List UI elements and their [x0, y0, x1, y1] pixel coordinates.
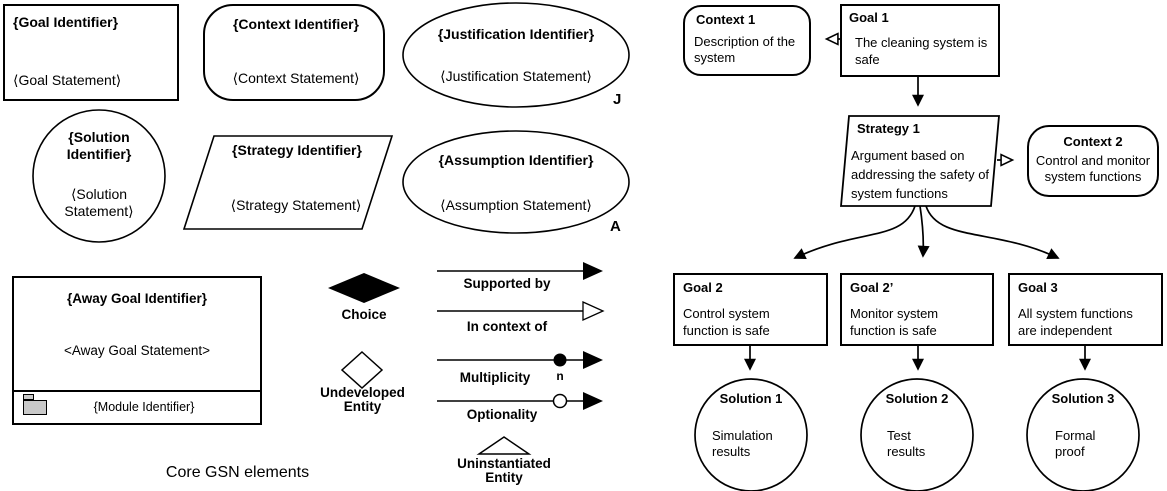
solution1-circle [694, 378, 808, 491]
strategy1-parallelogram [840, 115, 1000, 207]
multiplicity-label: Multiplicity [459, 370, 531, 385]
justification-identifier: {Justification Identifier} [437, 26, 595, 42]
strategy-legend-statement: ⟨Strategy Statement⟩ [230, 197, 362, 213]
solution3-body: Formal proof [1055, 428, 1096, 459]
goal2p-title: Goal 2’ [850, 280, 894, 295]
goal-legend-identifier: {Goal Identifier} [13, 14, 119, 30]
multiplicity-arrowhead [583, 351, 603, 369]
multiplicity-n-label: n [556, 369, 564, 383]
goal1-title: Goal 1 [849, 10, 889, 25]
goal1-body: The cleaning system is safe [855, 35, 988, 67]
context-legend-identifier: {Context Identifier} [232, 16, 359, 32]
undeveloped-diamond-icon [340, 350, 384, 390]
goal2-node: Goal 2 Control system function is safe [673, 273, 828, 346]
context1-title: Context 1 [696, 12, 756, 27]
assumption-badge: A [610, 218, 621, 235]
solution2-body: Test results [887, 428, 926, 459]
goal1-node: Goal 1 The cleaning system is safe [840, 4, 1000, 77]
context-legend-statement: ⟨Context Statement⟩ [232, 70, 360, 86]
justification-badge: J [613, 91, 622, 108]
context1-node: Context 1 Description of the system [683, 5, 811, 76]
module-folder-icon [22, 394, 47, 415]
context2-body: Control and monitor system functions [1035, 153, 1151, 184]
strategy1-to-goal2p-connector [917, 205, 930, 258]
away-goal-box: {Away Goal Identifier} <Away Goal Statem… [12, 276, 262, 425]
solution2-circle [860, 378, 974, 491]
goal2p-node: Goal 2’ Monitor system function is safe [840, 273, 994, 346]
supported-by-arrowhead [583, 262, 603, 280]
strategy-legend-parallelogram [182, 135, 394, 230]
strategy1-title: Strategy 1 [857, 121, 920, 136]
away-goal-identifier: {Away Goal Identifier} [66, 291, 208, 306]
goal-legend-statement: ⟨Goal Statement⟩ [13, 72, 122, 88]
in-context-of-arrowhead [582, 300, 605, 322]
strategy1-to-goal3-connector [925, 205, 1060, 260]
assumption-ellipse [402, 130, 630, 234]
goal3-body: All system functions are independent [1018, 306, 1133, 338]
figure-caption: Core GSN elements [165, 464, 310, 481]
assumption-identifier: {Assumption Identifier} [438, 152, 594, 168]
goal3-node: Goal 3 All system functions are independ… [1008, 273, 1163, 346]
strategy1-body: Argument based on addressing the safety … [851, 148, 990, 201]
solution2-title: Solution 2 [885, 391, 949, 406]
module-identifier: {Module Identifier} [93, 400, 195, 414]
goal2-title: Goal 2 [683, 280, 723, 295]
strategy1-to-goal2-connector [793, 205, 916, 260]
choice-label: Choice [341, 307, 387, 322]
undeveloped-entity-label: Undeveloped Entity [320, 385, 405, 414]
goal3-title: Goal 3 [1018, 280, 1058, 295]
solution-legend-circle [32, 109, 166, 243]
context-legend-box: {Context Identifier} ⟨Context Statement⟩ [203, 4, 385, 101]
optionality-label: Optionality [466, 407, 538, 422]
context1-body: Description of the system [694, 34, 796, 65]
optionality-arrowhead [583, 392, 603, 410]
away-goal-module-strip: {Module Identifier} [14, 390, 260, 423]
strategy-legend-identifier: {Strategy Identifier} [232, 142, 362, 158]
goal-legend-box: {Goal Identifier} ⟨Goal Statement⟩ [3, 4, 179, 101]
uninstantiated-entity-label: Uninstantiated Entity [457, 456, 551, 485]
optionality-circle [552, 393, 568, 409]
solution1-title: Solution 1 [719, 391, 783, 406]
solution1-body: Simulation results [712, 428, 773, 459]
solution-legend-identifier: {Solution Identifier} [66, 129, 132, 162]
choice-diamond-icon [328, 273, 400, 303]
justification-statement: ⟨Justification Statement⟩ [440, 68, 592, 84]
goal2p-body: Monitor system function is safe [850, 306, 939, 338]
goal2-body: Control system function is safe [683, 306, 770, 338]
assumption-statement: ⟨Assumption Statement⟩ [440, 197, 592, 213]
uninstantiated-triangle-icon [476, 436, 532, 455]
context2-title: Context 2 [1063, 134, 1123, 149]
context2-node: Context 2 Control and monitor system fun… [1027, 125, 1159, 197]
away-goal-statement: <Away Goal Statement> [63, 343, 211, 358]
solution3-title: Solution 3 [1051, 391, 1115, 406]
solution-legend-statement: ⟨Solution Statement⟩ [64, 186, 134, 219]
supported-by-label: Supported by [463, 276, 551, 291]
multiplicity-dot [553, 353, 567, 367]
justification-ellipse [402, 2, 630, 108]
in-context-of-label: In context of [466, 319, 548, 334]
solution3-circle [1026, 378, 1140, 491]
